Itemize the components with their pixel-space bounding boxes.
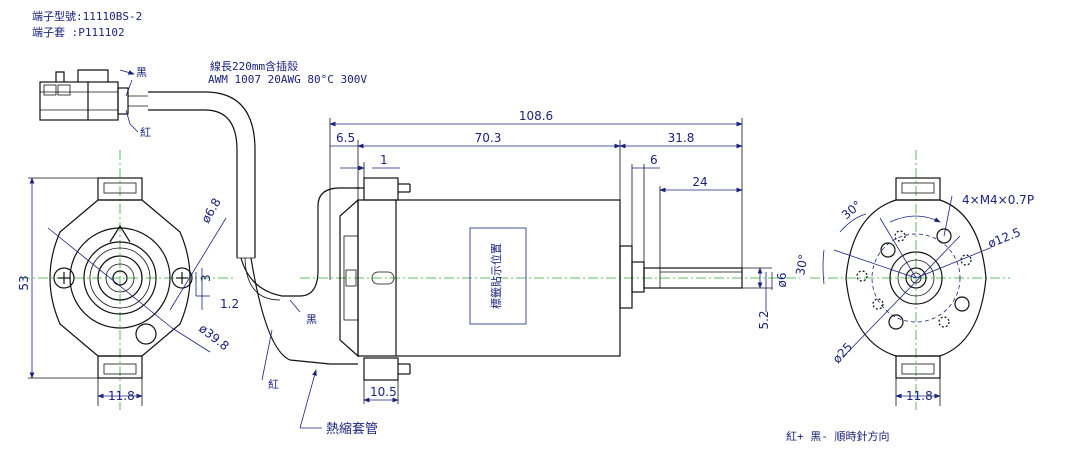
- heat-shrink-label: 熱縮套管: [326, 422, 379, 437]
- wire-cable: [148, 91, 360, 365]
- red-wire-label-top: 紅: [140, 126, 151, 139]
- right-end-view: [810, 150, 1010, 410]
- left-small-dim: 3: [199, 274, 213, 282]
- shaft-step-dim: 6: [650, 153, 658, 167]
- left-end-view: [20, 150, 235, 410]
- terminal-sleeve-label: 端子套 :P111102: [32, 26, 125, 39]
- shaft-flat-length-dim: 24: [692, 175, 707, 189]
- terminal-width-dim: 10.5: [370, 385, 397, 399]
- shaft-length-dim: 31.8: [668, 131, 695, 145]
- left-body-dia-dim: ø39.8: [196, 321, 231, 353]
- sticker-label: 標籤貼示位置: [489, 243, 503, 309]
- terminal-model-label: 端子型號:11110BS-2: [32, 10, 143, 23]
- left-hole-dia-dim: ø6.8: [198, 196, 223, 226]
- top-dimensions: [329, 118, 773, 404]
- motor-side-view: [300, 177, 800, 381]
- right-base-width-dim: 11.8: [906, 389, 933, 403]
- screw-spec-dim: 4×M4×0.7P: [962, 193, 1034, 207]
- overall-length-dim: 108.6: [519, 109, 553, 123]
- left-height-dim: 53: [17, 275, 31, 290]
- left-small-dim-2: 1.2: [220, 297, 239, 311]
- shaft-diameter-dim: ø6: [775, 273, 789, 288]
- flat-depth-dim: 5.2: [757, 310, 771, 329]
- black-wire-label-bottom: 黑: [306, 313, 317, 326]
- angle-label-1: 30°: [839, 198, 864, 222]
- rotation-note: 紅+ 黑- 順時針方向: [786, 430, 890, 443]
- left-base-width-dim: 11.8: [108, 389, 135, 403]
- boss-thickness-dim: 1: [380, 153, 388, 167]
- flange-offset-dim: 6.5: [336, 131, 355, 145]
- angle-label-2: 30°: [793, 253, 810, 276]
- red-wire-label-bottom: 紅: [268, 378, 279, 391]
- pitch-dia-dim: ø25: [830, 340, 856, 366]
- connector: [39, 69, 148, 121]
- black-wire-label-top: 黑: [136, 66, 147, 79]
- body-length-dim: 70.3: [475, 131, 502, 145]
- wire-length-note: 線長220mm含插殼: [210, 60, 299, 73]
- boss-dia-dim: ø12.5: [986, 225, 1023, 251]
- wire-spec-note: AWM 1007 20AWG 80°C 300V: [208, 73, 367, 86]
